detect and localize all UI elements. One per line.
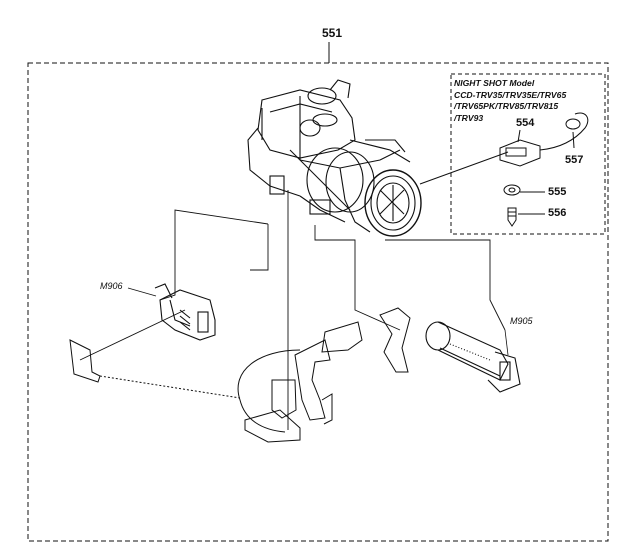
assembly-frame	[27, 62, 609, 542]
part-number-557: 557	[565, 154, 584, 166]
model-line: CCD-TRV35/TRV35E/TRV65	[454, 89, 567, 100]
part-number-554: 554	[516, 117, 535, 129]
night-shot-title: NIGHT SHOT Model	[454, 78, 535, 88]
part-label-m905: M905	[510, 316, 533, 326]
front-lens	[364, 169, 422, 237]
lens-block	[247, 79, 422, 237]
m905-motor	[425, 321, 521, 393]
part-number-555: 555	[548, 186, 567, 198]
night-shot-box	[450, 73, 606, 235]
model-line: /TRV93	[454, 112, 484, 123]
guide-lines	[79, 190, 506, 430]
model-line: /TRV65PK/TRV85/TRV815	[454, 101, 559, 111]
night-shot-parts	[499, 112, 589, 227]
part-number-556: 556	[548, 207, 567, 219]
part-label-m906: M906	[100, 281, 123, 291]
m906-bracket	[154, 283, 216, 341]
assembly-number-551: 551	[322, 26, 343, 40]
flex-cable	[69, 307, 411, 443]
night-shot-model-note: NIGHT SHOT Model CCD-TRV35/TRV35E/TRV65 …	[454, 78, 566, 124]
